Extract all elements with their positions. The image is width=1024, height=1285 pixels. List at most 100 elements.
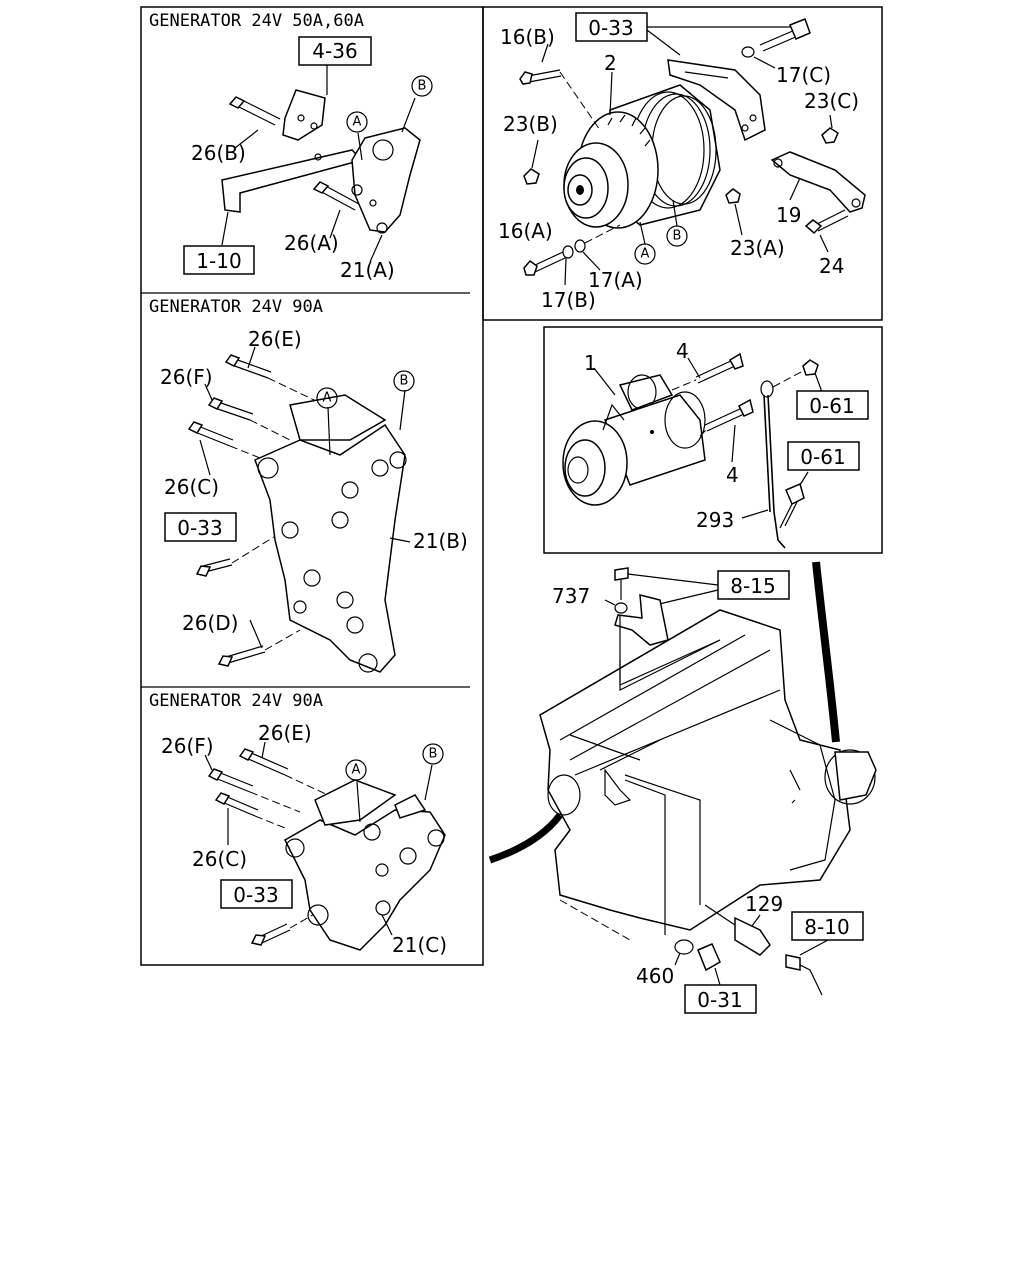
ref-box-0-61-upper[interactable]: 0-61 — [796, 390, 869, 420]
bolt-26e-p3 — [238, 748, 255, 761]
label-23a: 23(A) — [730, 236, 785, 260]
bolt-26d-p2 — [217, 655, 234, 667]
bolt-4-lower — [738, 398, 754, 417]
svg-text:8-15: 8-15 — [730, 574, 775, 598]
bolt-4-upper — [728, 352, 744, 370]
panel-3-drawing: A B 0-33 26(E) 26(F) 26(C) 21(C) — [161, 721, 447, 957]
adjust-strap — [221, 149, 364, 213]
nut-23c — [821, 127, 839, 144]
bolt-26e-p2 — [224, 354, 241, 367]
label-17c: 17(C) — [776, 63, 831, 87]
label-16a: 16(A) — [498, 219, 553, 243]
svg-text:0-33: 0-33 — [233, 883, 278, 907]
label-26c-p2: 26(C) — [164, 475, 219, 499]
bolt-737 — [614, 567, 629, 581]
svg-text:B: B — [400, 374, 409, 389]
bolt-26f-p3 — [207, 768, 224, 781]
label-21b: 21(B) — [413, 529, 468, 553]
svg-text:0-33: 0-33 — [177, 516, 222, 540]
washer-17a — [574, 239, 586, 253]
ref-box-4-36[interactable]: 4-36 — [298, 36, 372, 66]
label-26d: 26(D) — [182, 611, 238, 635]
adjusting-bracket — [667, 59, 766, 142]
label-17a: 17(A) — [588, 268, 643, 292]
belt-line-right — [812, 561, 840, 743]
engine-block-drawing: 8-15 8-10 0-31 737 129 — [488, 561, 877, 1014]
callout-a-p1: A — [346, 111, 368, 133]
bolt-26f-p2 — [207, 397, 224, 410]
left-panel-frame — [140, 6, 484, 966]
label-26c-p3: 26(C) — [192, 847, 247, 871]
ref-box-0-33-p2[interactable]: 0-33 — [164, 512, 237, 542]
ref-box-0-33-p3[interactable]: 0-33 — [220, 879, 293, 909]
bolt-16b — [519, 71, 533, 85]
bolt-26b — [232, 97, 281, 126]
starter-drawing: 0-61 0-61 1 4 4 293 — [562, 339, 869, 549]
ref-box-0-61-lower[interactable]: 0-61 — [787, 441, 860, 471]
svg-text:A: A — [352, 763, 361, 778]
label-26b: 26(B) — [191, 141, 246, 165]
engine-block — [539, 609, 851, 931]
clip-starter — [785, 482, 805, 506]
oil-filler — [547, 774, 581, 816]
alternator-drawing: 0-33 — [498, 12, 866, 312]
label-26e-p3: 26(E) — [258, 721, 312, 745]
washer-737 — [614, 602, 628, 614]
bolt-16a — [523, 259, 538, 276]
bolt-26c-p3 — [214, 792, 231, 805]
ref-box-0-33-alt[interactable]: 0-33 — [575, 12, 648, 42]
bolt-033-p2 — [195, 565, 212, 577]
starter-panel-frame — [543, 326, 883, 554]
belt-line-left — [488, 812, 563, 864]
label-4-upper: 4 — [676, 339, 689, 363]
callout-a-alt: A — [634, 243, 656, 265]
nut-starter — [802, 359, 819, 376]
svg-text:1-10: 1-10 — [196, 249, 241, 273]
bolt-033-p3 — [250, 934, 267, 946]
svg-text:B: B — [429, 747, 438, 762]
svg-text:0-61: 0-61 — [800, 445, 845, 469]
nut-23b — [523, 168, 540, 185]
label-4-lower: 4 — [726, 463, 739, 487]
callout-b-alt: B — [666, 225, 688, 247]
label-26a: 26(A) — [284, 231, 339, 255]
svg-text:A: A — [323, 391, 332, 406]
nut-23a — [725, 188, 741, 204]
sensor-129 — [734, 916, 771, 956]
bolt-top-right — [789, 18, 811, 40]
ref-box-1-10[interactable]: 1-10 — [183, 245, 255, 275]
ref-box-0-31[interactable]: 0-31 — [684, 984, 757, 1014]
label-460: 460 — [636, 964, 674, 988]
svg-text:4-36: 4-36 — [312, 39, 357, 63]
alternator-panel-frame — [482, 6, 883, 321]
label-23c: 23(C) — [804, 89, 859, 113]
callout-a-p2: A — [316, 387, 338, 409]
plug-0-31 — [697, 943, 721, 972]
label-26e-p2: 26(E) — [248, 327, 302, 351]
label-129: 129 — [745, 892, 783, 916]
label-19: 19 — [776, 203, 801, 227]
bracket-21a — [351, 127, 421, 233]
label-2: 2 — [604, 51, 617, 75]
ref-box-8-15[interactable]: 8-15 — [717, 570, 790, 600]
ref-box-8-10[interactable]: 8-10 — [791, 911, 864, 941]
label-21a: 21(A) — [340, 258, 395, 282]
callout-b-p1: B — [411, 75, 433, 97]
svg-text:8-10: 8-10 — [804, 915, 849, 939]
callout-b-p3: B — [422, 743, 444, 765]
label-16b: 16(B) — [500, 25, 555, 49]
flywheel-housing — [834, 751, 877, 801]
svg-text:A: A — [353, 115, 362, 130]
callout-a-p3: A — [345, 759, 367, 781]
label-24: 24 — [819, 254, 844, 278]
label-293: 293 — [696, 508, 734, 532]
svg-text:B: B — [418, 79, 427, 94]
label-17b: 17(B) — [541, 288, 596, 312]
bolt-24 — [804, 219, 823, 235]
panel-2-title: GENERATOR 24V 90A — [149, 297, 323, 317]
label-26f-p3: 26(F) — [161, 734, 214, 758]
panel-1-title: GENERATOR 24V 50A,60A — [149, 11, 364, 31]
label-26f-p2: 26(F) — [160, 365, 213, 389]
